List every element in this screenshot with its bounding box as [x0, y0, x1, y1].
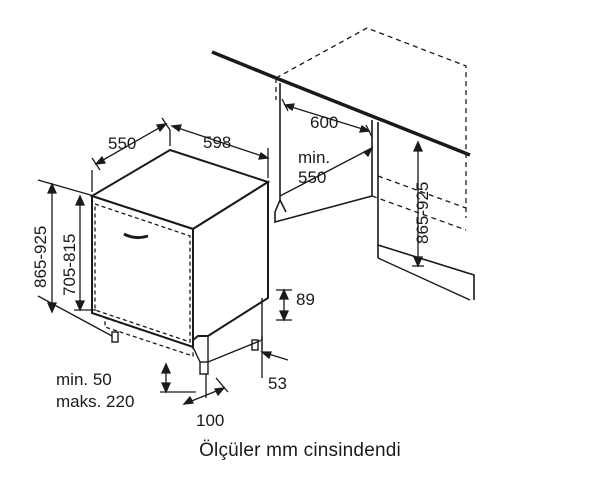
- door-height-label: 705-815: [60, 234, 79, 296]
- unit-width-label: 598: [203, 133, 231, 152]
- niche-left-front: [274, 199, 281, 213]
- foot-max-label: maks. 220: [56, 392, 134, 411]
- niche-depth-dimension: [279, 146, 374, 197]
- plinth-depth-label: 53: [268, 374, 287, 393]
- foot-back-right: [251, 339, 259, 351]
- foot-offset-label: 100: [196, 411, 224, 430]
- plinth-depth-dimension: [260, 336, 289, 378]
- dishwasher-plinth: [104, 317, 194, 357]
- foot-height-dimension: [160, 362, 196, 394]
- niche-right-panel: [377, 122, 475, 300]
- units-caption: Ölçüler mm cinsindendi: [199, 440, 401, 461]
- niche-width-label: 600: [310, 113, 338, 132]
- niche-depth-value-label: 550: [298, 168, 326, 187]
- unit-depth-dimension: [91, 117, 171, 192]
- door-height-dimension: [74, 194, 96, 312]
- niche-cabinet: [211, 27, 475, 301]
- door-handle: [123, 232, 149, 240]
- countertop-edge: [211, 50, 471, 157]
- niche-height-label: 865-925: [413, 182, 432, 244]
- foot-offset-dimension: [182, 374, 229, 405]
- unit-depth-label: 550: [108, 134, 136, 153]
- foot-front-left: [111, 331, 119, 343]
- dishwasher-body: [89, 148, 271, 375]
- niche-height-dimension: [412, 140, 424, 268]
- plinth-height-dimension: [276, 288, 292, 322]
- unit-height-dimension: [37, 179, 113, 337]
- niche-top-dashed: [275, 27, 467, 218]
- niche-depth-min-label: min.: [298, 148, 330, 167]
- niche-back-panel: [274, 120, 373, 224]
- plinth-height-label: 89: [296, 290, 315, 309]
- unit-height-label: 865-925: [31, 226, 50, 288]
- niche-bottom-dashed: [371, 195, 467, 231]
- niche-width-dimension: [281, 98, 373, 138]
- niche-floor: [377, 257, 471, 301]
- dishwasher-door-dashed: [94, 203, 191, 343]
- foot-min-label: min. 50: [56, 370, 112, 389]
- foot-front-right: [199, 361, 209, 375]
- unit-width-dimension: [170, 124, 270, 178]
- niche-inner-dashed: [377, 175, 467, 209]
